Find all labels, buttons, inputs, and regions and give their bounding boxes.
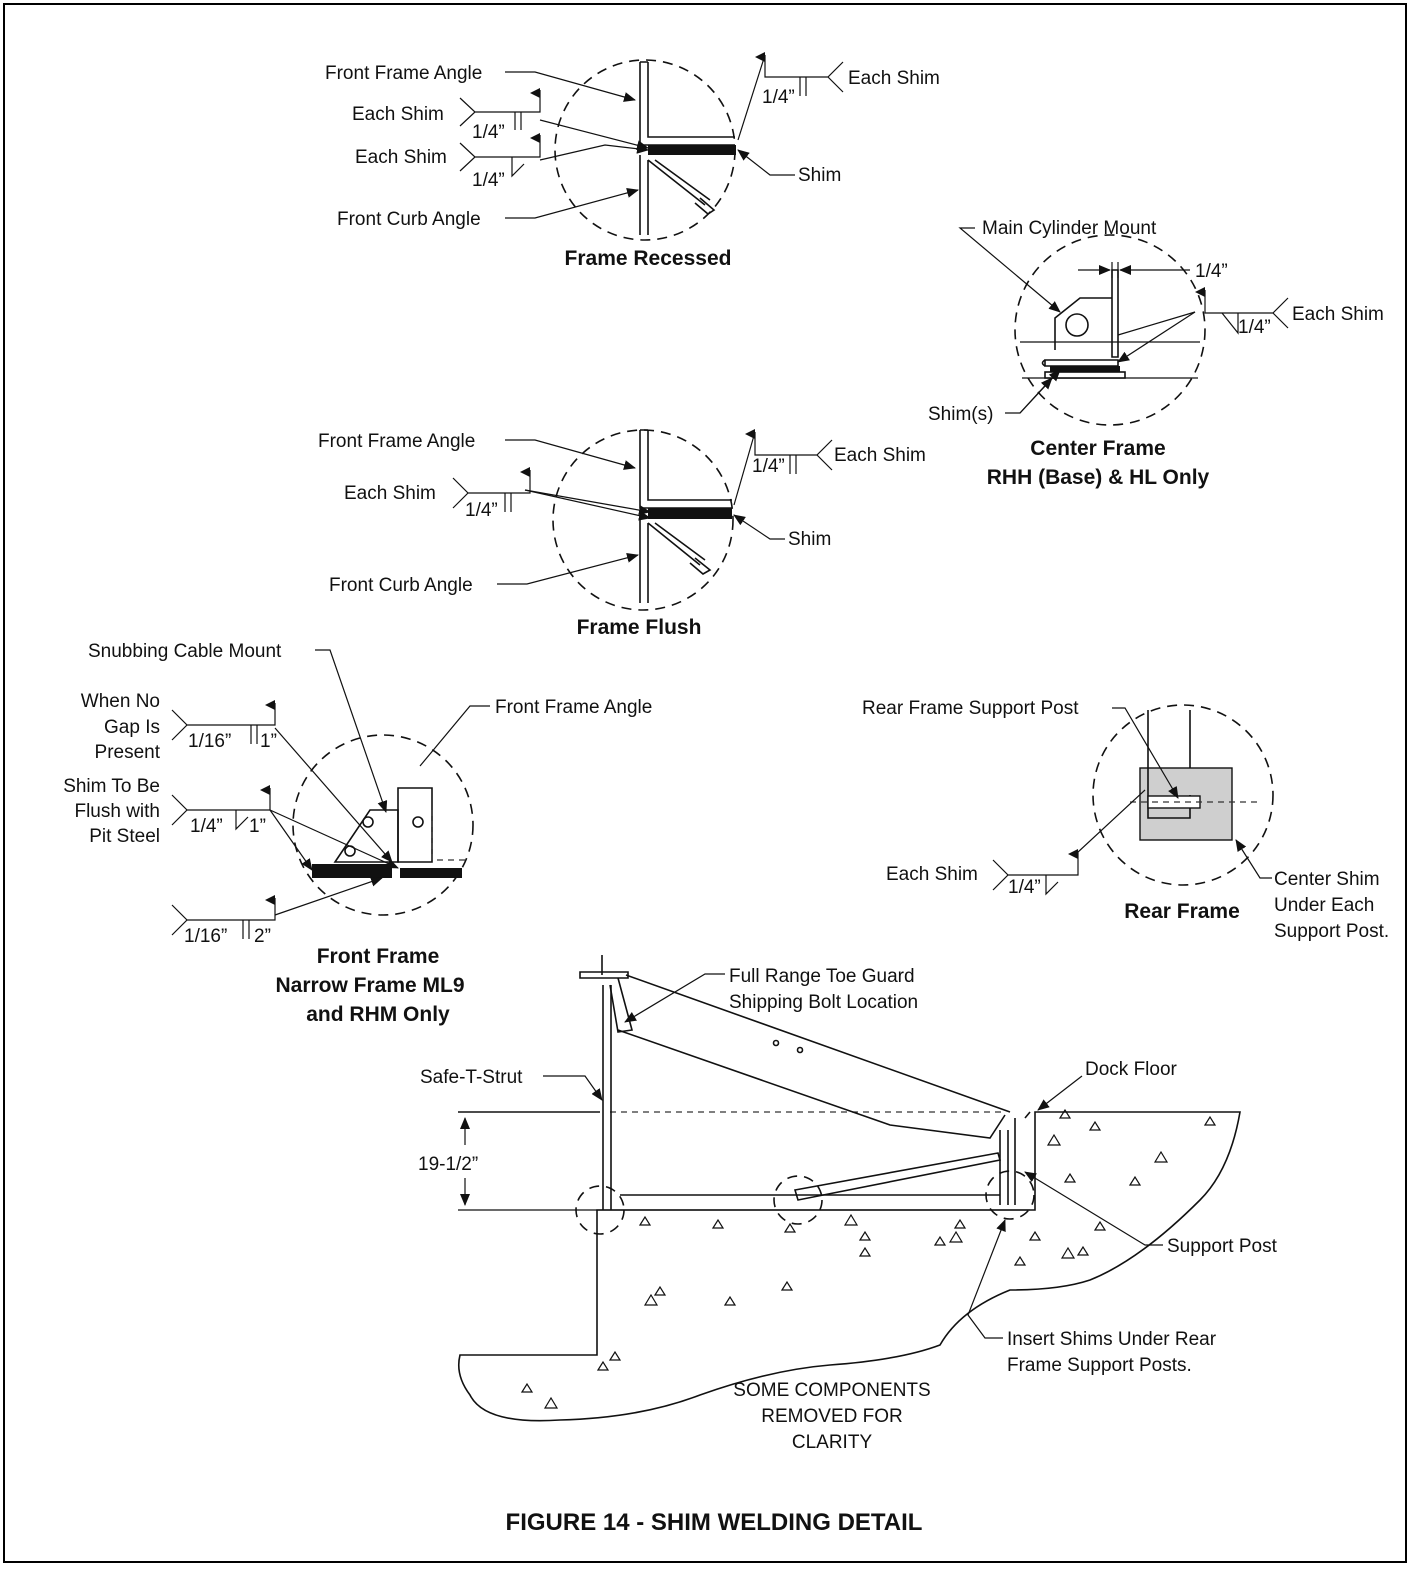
front-weld1-size: 1/16”: [188, 731, 231, 752]
center-detail-circle: [1014, 234, 1206, 426]
figure-border: [3, 3, 1407, 1563]
front-no-gap-line2: Gap Is: [104, 717, 160, 738]
center-shim: [1050, 366, 1120, 372]
rear-weld-label: 1/4”: [1008, 877, 1041, 898]
center-shims-label: Shim(s): [928, 404, 993, 425]
center-title-line2: RHH (Base) & HL Only: [987, 466, 1210, 489]
center-dim-label: 1/4”: [1195, 261, 1228, 282]
flush-front-curb-angle-label: Front Curb Angle: [329, 575, 473, 596]
rear-each-shim-label: Each Shim: [886, 864, 978, 885]
figure-caption: FIGURE 14 - SHIM WELDING DETAIL: [506, 1509, 923, 1536]
recessed-front-frame-angle-label: Front Frame Angle: [325, 63, 482, 84]
leveler-deck: [617, 974, 1011, 1139]
flush-each-shim-right-label: Each Shim: [834, 445, 926, 466]
recessed-weld-a-label: 1/4”: [472, 122, 505, 143]
front-flush-line3: Pit Steel: [89, 826, 160, 847]
front-title-line3: and RHM Only: [306, 1003, 450, 1026]
center-title-line1: Center Frame: [1030, 437, 1165, 460]
recessed-weld-right-label: 1/4”: [762, 87, 795, 108]
recessed-each-shim-b-label: Each Shim: [355, 147, 447, 168]
flush-title: Frame Flush: [577, 616, 702, 639]
flush-each-shim-left-label: Each Shim: [344, 483, 436, 504]
rear-detail-circle: [1092, 704, 1274, 886]
insert-shims-line2: Frame Support Posts.: [1007, 1355, 1192, 1376]
rear-center-line3: Support Post.: [1274, 921, 1389, 942]
front-no-gap-line3: Present: [95, 742, 161, 763]
detail-center-frame: Main Cylinder Mount 1/4” Each Shim 1/4” …: [928, 218, 1384, 489]
recessed-shim: [648, 145, 736, 155]
center-main-cylinder-mount-label: Main Cylinder Mount: [982, 218, 1157, 239]
recessed-each-shim-right-label: Each Shim: [848, 68, 940, 89]
flush-shim-label: Shim: [788, 529, 831, 550]
center-main-cylinder-mount: [1054, 269, 1119, 358]
recessed-front-curb-angle: [639, 155, 716, 235]
front-front-frame-angle: [397, 787, 433, 863]
recessed-front-curb-angle-label: Front Curb Angle: [337, 209, 481, 230]
front-title-line2: Narrow Frame ML9: [275, 974, 464, 997]
front-title-line1: Front Frame: [317, 945, 440, 968]
safe-t-strut-label: Safe-T-Strut: [420, 1067, 523, 1088]
flush-front-curb-angle: [639, 519, 712, 603]
recessed-front-frame-angle: [639, 61, 735, 146]
rear-support-post-elev: [999, 1111, 1031, 1205]
note-line2: REMOVED FOR: [761, 1406, 902, 1427]
front-no-gap-line1: When No: [81, 691, 160, 712]
toe-guard-line2: Shipping Bolt Location: [729, 992, 918, 1013]
flush-detail-circle: [552, 429, 734, 611]
safe-t-strut: [602, 985, 612, 1210]
recessed-each-shim-a-label: Each Shim: [352, 104, 444, 125]
rear-center-line2: Under Each: [1274, 895, 1374, 916]
front-weld3-size: 1/16”: [184, 926, 227, 947]
detail-frame-recessed: Front Frame Angle Each Shim 1/4” Each Sh…: [325, 52, 940, 270]
front-weld2-len: 1”: [249, 816, 266, 837]
insert-shims-line1: Insert Shims Under Rear: [1007, 1329, 1217, 1350]
front-weld3-len: 2”: [254, 926, 271, 947]
front-shim-left: [312, 864, 392, 878]
detail-frame-flush: Front Frame Angle Each Shim 1/4” Each Sh…: [318, 429, 926, 639]
dock-floor-label: Dock Floor: [1085, 1059, 1178, 1080]
detail-rear-frame: Rear Frame Support Post Each Shim 1/4” C…: [862, 698, 1389, 942]
flush-front-frame-angle-label: Front Frame Angle: [318, 431, 475, 452]
detail-front-frame: Snubbing Cable Mount Front Frame Angle W…: [63, 641, 652, 1026]
dock-leveler-elevation: Full Range Toe Guard Shipping Bolt Locat…: [418, 955, 1278, 1453]
flush-weld-left-label: 1/4”: [465, 500, 498, 521]
recessed-weld-b-label: 1/4”: [472, 170, 505, 191]
front-flush-line2: Flush with: [74, 801, 160, 822]
flush-shim: [648, 508, 732, 519]
note-line3: CLARITY: [792, 1432, 873, 1453]
front-flush-line1: Shim To Be: [63, 776, 160, 797]
recessed-title: Frame Recessed: [565, 247, 732, 270]
center-each-shim-label: Each Shim: [1292, 304, 1384, 325]
dimension-label: 19-1/2”: [418, 1154, 478, 1175]
concrete-pit: [457, 1111, 1241, 1422]
front-front-frame-angle-label: Front Frame Angle: [495, 697, 652, 718]
front-weld2-size: 1/4”: [190, 816, 223, 837]
front-weld1-len: 1”: [260, 731, 277, 752]
recessed-shim-label: Shim: [798, 165, 841, 186]
support-post-label: Support Post: [1167, 1236, 1278, 1257]
front-shim-right: [400, 868, 462, 878]
center-weld-label: 1/4”: [1238, 317, 1271, 338]
toe-guard-line1: Full Range Toe Guard: [729, 966, 915, 987]
rear-title: Rear Frame: [1124, 900, 1240, 923]
rear-center-line1: Center Shim: [1274, 869, 1380, 890]
front-snubbing-cable-mount-label: Snubbing Cable Mount: [88, 641, 282, 662]
rear-support-post-label: Rear Frame Support Post: [862, 698, 1079, 719]
note-line1: SOME COMPONENTS: [733, 1380, 930, 1401]
flush-weld-right-label: 1/4”: [752, 456, 785, 477]
front-detail-circle: [292, 734, 474, 916]
